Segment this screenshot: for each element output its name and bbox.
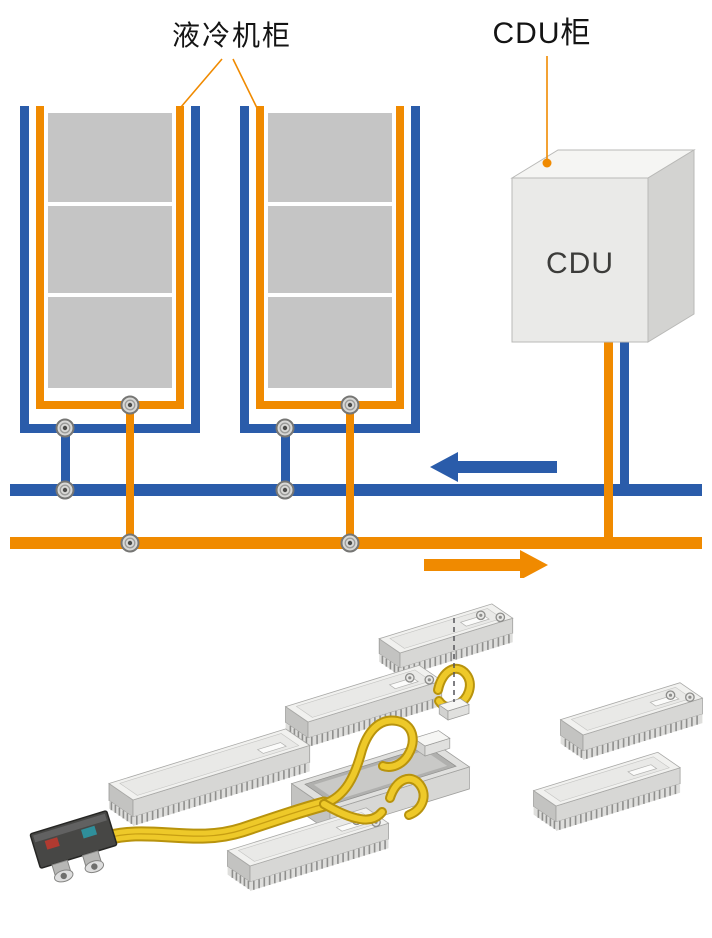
pipe-blue-left bbox=[240, 106, 249, 433]
valve-icon bbox=[120, 533, 140, 553]
cooling-hose bbox=[319, 799, 387, 825]
server-module-bottom bbox=[226, 807, 390, 891]
cabinet-label: 液冷机柜 bbox=[171, 21, 292, 52]
server-block bbox=[48, 113, 172, 202]
connector-red-mark bbox=[44, 837, 60, 850]
server-block bbox=[268, 206, 392, 293]
heatsink-fins bbox=[381, 634, 510, 676]
spring-screw-icon bbox=[475, 610, 486, 621]
heatsink-fins bbox=[564, 715, 698, 759]
cooling-hose-bundle bbox=[92, 796, 332, 848]
quick-connector bbox=[29, 810, 118, 883]
cdu-blue-pipe bbox=[620, 338, 629, 496]
pipe-blue-right bbox=[191, 106, 200, 433]
cabinet-orange-drop bbox=[346, 409, 354, 549]
server-module-illustration bbox=[29, 603, 704, 891]
cabinet-label-leader-left bbox=[180, 58, 223, 108]
server-block bbox=[268, 297, 392, 388]
connector-teal-mark bbox=[81, 825, 98, 839]
flow-arrow-right bbox=[424, 550, 548, 578]
connector-nozzle bbox=[81, 850, 105, 874]
cdu-orange-pipe bbox=[604, 338, 613, 549]
pipe-orange-left bbox=[36, 106, 44, 409]
pipe-orange-right bbox=[176, 106, 184, 409]
server-block bbox=[48, 297, 172, 388]
label-chip bbox=[627, 764, 658, 776]
cabinet-blue-drop bbox=[281, 433, 290, 484]
valve-icon bbox=[275, 480, 295, 500]
cdu-side-face bbox=[647, 149, 695, 343]
valve-icon bbox=[120, 395, 140, 415]
cabinet-blue-drop bbox=[61, 433, 70, 484]
pipe-blue-bottom bbox=[20, 424, 200, 433]
cabinet-2 bbox=[240, 106, 420, 433]
flow-arrow-left bbox=[430, 452, 557, 482]
valve-icon bbox=[340, 533, 360, 553]
server-module-lower-right bbox=[532, 751, 682, 831]
heatsink-fins bbox=[537, 785, 677, 830]
server-module-upper-right bbox=[559, 682, 704, 760]
pipe-orange-bottom bbox=[36, 401, 184, 409]
valve-icon bbox=[340, 395, 360, 415]
pipe-orange-bottom bbox=[256, 401, 404, 409]
cdu-front-face bbox=[511, 177, 649, 343]
spring-screw-icon bbox=[495, 612, 506, 623]
spring-screw-icon bbox=[404, 672, 415, 683]
cdu-box-label: CDU bbox=[546, 247, 614, 280]
cabinet-1 bbox=[20, 106, 200, 433]
cdu-cabinet-label: CDU柜 bbox=[492, 17, 592, 50]
server-module-top bbox=[378, 603, 514, 677]
label-chip bbox=[256, 742, 287, 754]
valve-icon bbox=[275, 418, 295, 438]
cdu-leader-dot bbox=[542, 158, 552, 168]
server-module-lower-left bbox=[108, 728, 311, 826]
cooling-loop-schematic bbox=[10, 56, 702, 578]
heatsink-fins bbox=[231, 840, 386, 890]
spring-screw-icon bbox=[424, 674, 435, 685]
valve-icon bbox=[55, 480, 75, 500]
cdu-box bbox=[510, 149, 696, 343]
cooling-hose bbox=[319, 715, 418, 809]
heatsink-fins bbox=[110, 763, 306, 825]
supply-bus-pipe bbox=[10, 484, 702, 496]
pipe-orange-left bbox=[256, 106, 264, 409]
pipe-orange-right bbox=[396, 106, 404, 409]
server-block bbox=[268, 113, 392, 202]
cabinet-orange-drop bbox=[126, 409, 134, 549]
plug-component bbox=[438, 698, 470, 721]
cabinet-label-leader-right bbox=[232, 58, 258, 109]
pipe-blue-right bbox=[411, 106, 420, 433]
cooling-hose bbox=[385, 773, 429, 820]
valve-icon bbox=[55, 418, 75, 438]
pipe-blue-bottom bbox=[240, 424, 420, 433]
pipe-blue-left bbox=[20, 106, 29, 433]
connector-nozzle bbox=[51, 859, 74, 883]
server-block bbox=[48, 206, 172, 293]
spring-screw-icon bbox=[665, 690, 676, 701]
spring-screw-icon bbox=[685, 692, 695, 703]
